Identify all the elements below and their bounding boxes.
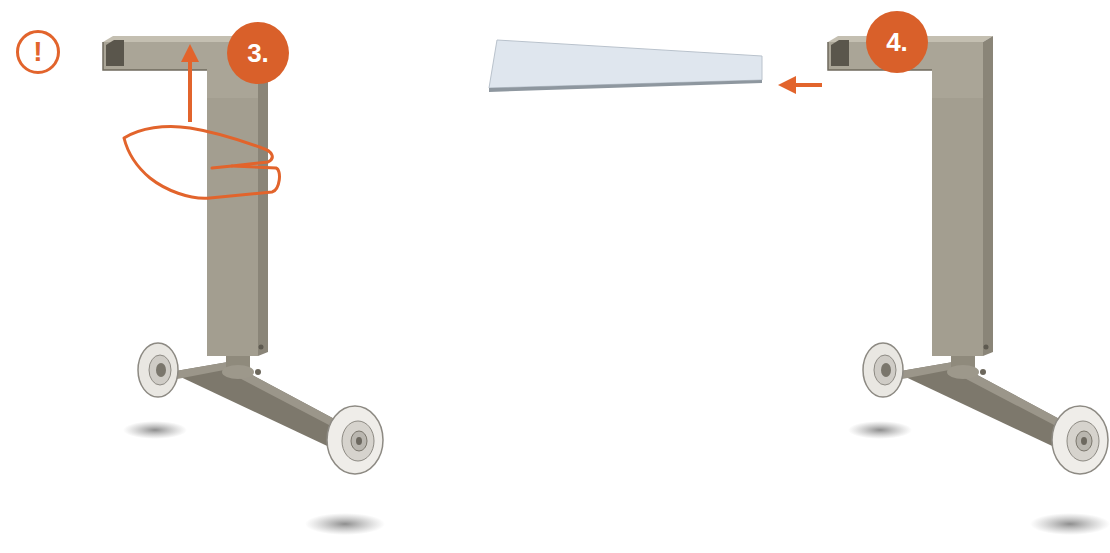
stand-right — [828, 36, 1110, 535]
hand-icon — [124, 126, 279, 198]
step-number: 3. — [227, 22, 289, 84]
plank-edge — [489, 80, 762, 92]
lift-arrowhead — [181, 44, 199, 62]
callout-number: ! — [33, 36, 42, 68]
insert-arrow — [792, 83, 822, 87]
warning-symbol: ! — [16, 30, 60, 74]
step-number: 4. — [866, 11, 928, 73]
lift-arrow — [188, 58, 192, 122]
stand-left — [103, 36, 385, 535]
callout-number: 3. — [247, 38, 269, 69]
callout-number: 4. — [886, 27, 908, 58]
insert-arrowhead — [778, 76, 796, 94]
cross-plank — [489, 40, 762, 88]
